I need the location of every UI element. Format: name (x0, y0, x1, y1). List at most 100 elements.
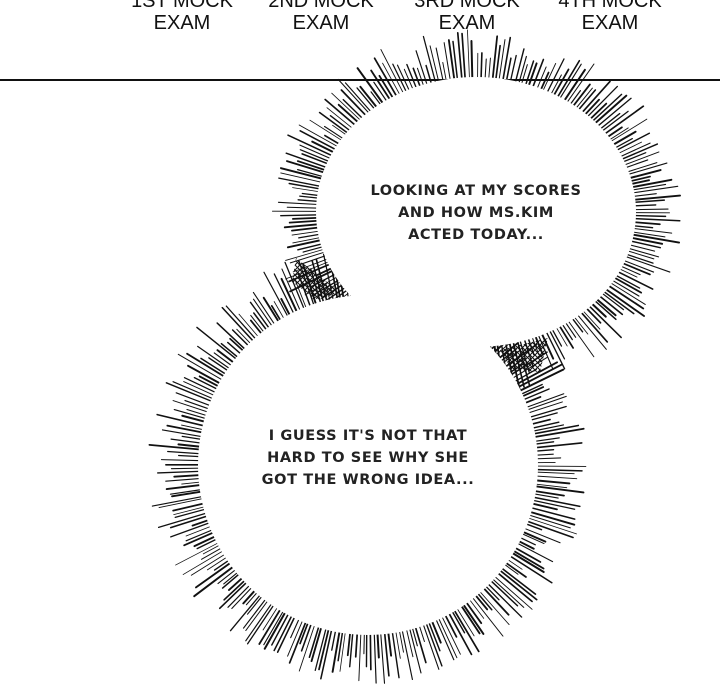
speed-line (532, 479, 571, 485)
speed-line (606, 127, 629, 142)
speed-line (278, 177, 324, 188)
speed-line (524, 60, 535, 89)
speed-line (485, 581, 523, 618)
bottom-bubble-text: I GUESS IT'S NOT THAT HARD TO SEE WHY SH… (238, 425, 498, 491)
speed-line (505, 57, 512, 85)
speed-line (386, 628, 393, 657)
speed-line (286, 206, 321, 209)
speed-line (380, 49, 406, 96)
speed-line (519, 529, 547, 543)
speed-line (440, 613, 461, 655)
speed-line (170, 438, 205, 445)
speed-line (405, 626, 414, 658)
speed-line (301, 153, 332, 166)
exam-label-3: 3RD MOCK EXAM (397, 0, 537, 34)
speed-line (198, 375, 223, 389)
speed-line (250, 314, 267, 335)
speed-line (529, 424, 565, 433)
speed-line (452, 40, 459, 83)
exam-label-line: EXAM (153, 12, 211, 34)
speed-line (165, 483, 205, 491)
speed-line (292, 216, 322, 220)
speed-line (621, 151, 660, 167)
speed-line (398, 627, 404, 653)
speed-line (172, 400, 211, 414)
speed-line (628, 236, 664, 245)
bubble-line: GOT THE WRONG IDEA... (261, 472, 475, 488)
speed-line (376, 629, 380, 659)
speed-line (624, 162, 658, 174)
speed-line (220, 342, 241, 360)
speed-line (300, 620, 313, 652)
speed-line (369, 630, 372, 671)
speed-line (631, 208, 669, 211)
speed-line (597, 112, 621, 132)
speed-line (185, 524, 214, 537)
speed-line (262, 296, 282, 326)
speed-line (337, 628, 344, 662)
speed-line (379, 629, 386, 684)
speed-line (566, 318, 595, 358)
speed-line (443, 42, 452, 84)
speed-line (170, 467, 203, 470)
speed-line (183, 530, 217, 547)
speed-line (252, 298, 275, 329)
bubble-line: AND HOW MS.KIM (398, 205, 554, 221)
speed-line (451, 606, 480, 653)
speed-line (166, 424, 206, 434)
speed-line (535, 66, 547, 92)
speed-line (602, 286, 645, 317)
speed-line (246, 602, 276, 645)
speed-line (630, 194, 681, 202)
speed-line (510, 548, 545, 570)
speed-line (331, 627, 341, 673)
speed-line (591, 94, 628, 127)
speed-line (373, 630, 377, 684)
speed-line (271, 610, 291, 646)
speed-line (536, 331, 554, 370)
speed-line (511, 545, 542, 563)
speed-line (158, 497, 206, 508)
speed-line (533, 457, 562, 460)
speed-line (531, 58, 545, 91)
speed-line (490, 576, 525, 608)
speed-line (530, 424, 580, 436)
speed-line (614, 269, 654, 290)
speed-line (280, 167, 326, 181)
speed-line (523, 393, 565, 409)
speed-line (165, 382, 215, 404)
speed-line (299, 130, 339, 152)
exam-label-1: 1ST MOCK EXAM (112, 0, 252, 34)
speed-line (512, 361, 558, 387)
speed-line (435, 47, 445, 85)
speed-line (221, 306, 256, 344)
speed-line (531, 489, 565, 497)
speed-line (458, 602, 481, 635)
speed-line (370, 69, 393, 103)
exam-label-line: 2ND MOCK (268, 0, 374, 12)
speed-line (514, 541, 554, 563)
speed-line (298, 124, 341, 149)
speed-line (525, 401, 563, 415)
speed-line (578, 309, 609, 343)
speed-line (157, 511, 210, 529)
speed-line (245, 598, 270, 632)
speed-line (531, 485, 585, 494)
speed-line (183, 381, 218, 398)
speed-line (422, 35, 437, 86)
speed-line (494, 570, 533, 603)
speed-line (311, 140, 338, 155)
bottom-bubble-body (198, 295, 538, 635)
speed-line (600, 289, 635, 315)
speed-line (193, 564, 237, 598)
speed-line (630, 221, 661, 226)
speed-line (626, 243, 656, 252)
speed-line (175, 392, 214, 408)
speed-line (349, 629, 354, 668)
speed-line (519, 532, 545, 545)
speed-line (173, 408, 210, 420)
speed-line (533, 471, 575, 475)
speed-line (518, 383, 543, 397)
speed-line (206, 555, 230, 571)
speed-line (160, 459, 203, 462)
